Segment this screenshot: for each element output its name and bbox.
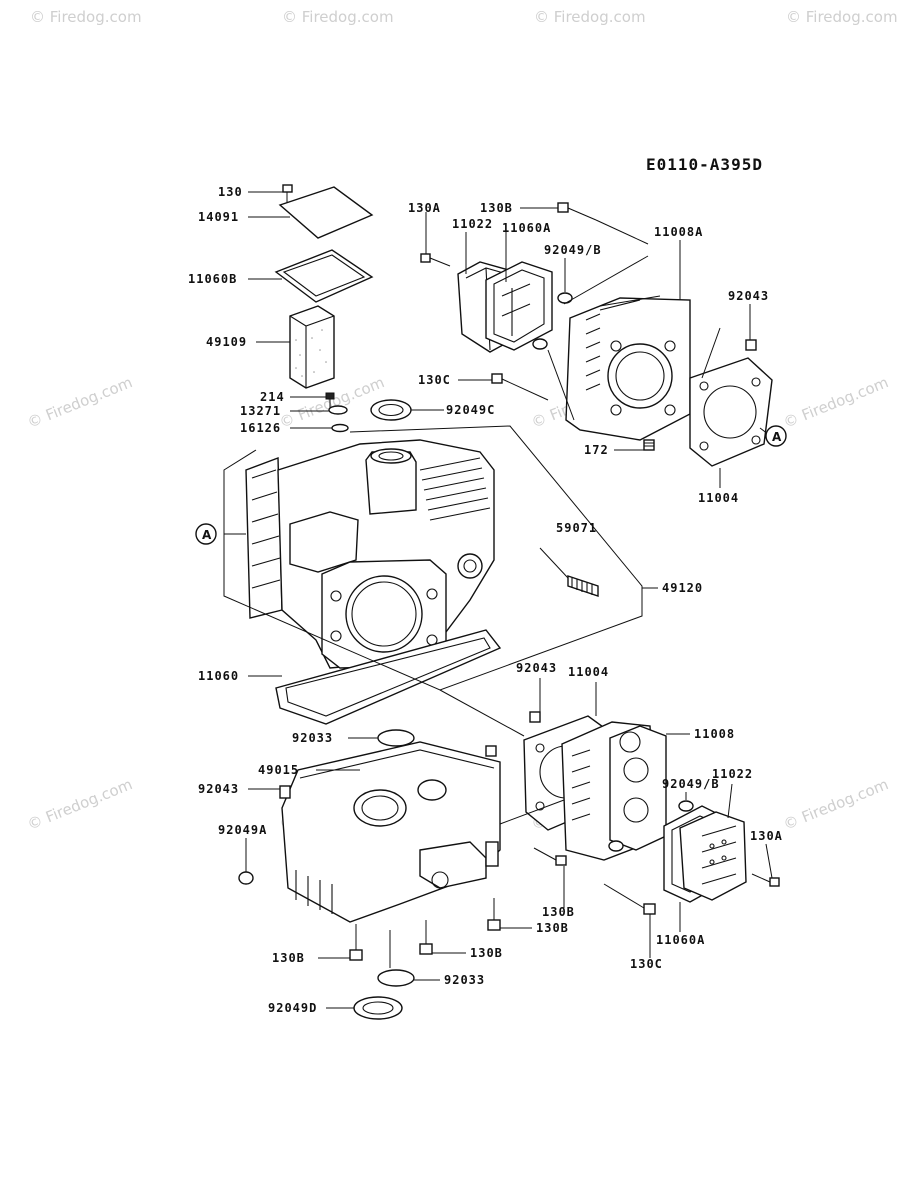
part-130c-bolt-top[interactable]: [491, 373, 549, 401]
part-130c-bolt-bot[interactable]: [603, 883, 656, 915]
watermark-text: © Firedog.com: [282, 8, 394, 26]
watermark-text: © Firedog.com: [781, 775, 891, 833]
part-11060b-gasket[interactable]: [274, 249, 374, 303]
part-92043-dowel-top[interactable]: [745, 339, 757, 351]
label-11004-mid[interactable]: 11004: [568, 665, 609, 679]
label-92049d[interactable]: 92049D: [268, 1001, 317, 1015]
label-92049b-mid[interactable]: 92049/B: [662, 777, 720, 791]
label-11060a-mid[interactable]: 11060A: [656, 933, 705, 947]
label-214[interactable]: 214: [260, 390, 285, 404]
label-11060b[interactable]: 11060B: [188, 272, 237, 286]
reference-marker-left: A: [195, 523, 217, 545]
part-92033-ring-bot[interactable]: [377, 969, 415, 987]
part-11060-gasket[interactable]: [275, 629, 502, 725]
part-214-screw[interactable]: [325, 392, 335, 408]
label-49109[interactable]: 49109: [206, 335, 247, 349]
part-14091-cover[interactable]: [278, 186, 374, 239]
label-59071[interactable]: 59071: [556, 521, 597, 535]
label-130b-mid[interactable]: 130B: [542, 905, 575, 919]
label-11060[interactable]: 11060: [198, 669, 239, 683]
diagram-code: E0110-A395D: [646, 155, 763, 174]
watermark-text: © Firedog.com: [277, 373, 387, 431]
part-130b-bolt-b[interactable]: [419, 920, 433, 955]
watermark-text: © Firedog.com: [25, 373, 135, 431]
label-130b-top[interactable]: 130B: [480, 201, 513, 215]
label-130c-top[interactable]: 130C: [418, 373, 451, 387]
part-92033-ring-top[interactable]: [377, 729, 415, 747]
svg-text:A: A: [202, 528, 212, 542]
watermark-text: © Firedog.com: [781, 373, 891, 431]
part-11022-cover-mid[interactable]: [679, 811, 747, 901]
part-16126-oring[interactable]: [331, 423, 349, 433]
label-11060a-top[interactable]: 11060A: [502, 221, 551, 235]
part-49109-element[interactable]: [289, 305, 335, 389]
part-130b-bolt-c[interactable]: [487, 898, 501, 931]
label-130a-mid[interactable]: 130A: [750, 829, 783, 843]
label-130a-top[interactable]: 130A: [408, 201, 441, 215]
label-11008[interactable]: 11008: [694, 727, 735, 741]
watermark-text: © Firedog.com: [30, 8, 142, 26]
part-92043-dowel-left[interactable]: [279, 785, 291, 799]
part-92043-dowel-mid[interactable]: [529, 711, 541, 723]
part-130b-bolt-top[interactable]: [557, 202, 597, 221]
part-13271-washer[interactable]: [328, 405, 348, 415]
label-92049b-top[interactable]: 92049/B: [544, 243, 602, 257]
watermark-text: © Firedog.com: [534, 8, 646, 26]
label-92043-mid[interactable]: 92043: [516, 661, 557, 675]
label-92043-top[interactable]: 92043: [728, 289, 769, 303]
label-16126[interactable]: 16126: [240, 421, 281, 435]
label-13271[interactable]: 13271: [240, 404, 281, 418]
part-172-spring[interactable]: [643, 439, 655, 451]
part-130a-bolt-top[interactable]: [420, 253, 451, 267]
part-130a-bolt-mid[interactable]: [751, 873, 780, 887]
label-172[interactable]: 172: [584, 443, 609, 457]
label-130b-b[interactable]: 130B: [470, 946, 503, 960]
part-11004-head-gasket-top[interactable]: [689, 357, 773, 467]
part-92049c-seal[interactable]: [370, 399, 412, 421]
part-49015-crankcase-lower[interactable]: [281, 741, 501, 923]
leader-lines: [223, 191, 773, 1009]
part-11008-cylinder-head[interactable]: [561, 721, 667, 861]
label-11022-mid[interactable]: 11022: [712, 767, 753, 781]
part-92049b-nut-mid2[interactable]: [608, 840, 624, 852]
part-11060a-gasket-top[interactable]: [485, 261, 553, 351]
part-labels: 130 14091 11060B 49109 214 13271 16126 9…: [188, 185, 783, 1015]
part-59071-spring[interactable]: [567, 575, 599, 597]
label-92033-top[interactable]: 92033: [292, 731, 333, 745]
label-130c-bot[interactable]: 130C: [630, 957, 663, 971]
watermark-text: © Firedog.com: [25, 775, 135, 833]
label-92033-bot[interactable]: 92033: [444, 973, 485, 987]
part-11008a-cylinder-head[interactable]: [565, 295, 691, 441]
part-92049b-nut-mid[interactable]: [678, 800, 694, 812]
label-92043-left[interactable]: 92043: [198, 782, 239, 796]
label-14091[interactable]: 14091: [198, 210, 239, 224]
part-92049a-seal[interactable]: [238, 871, 254, 885]
label-92049a[interactable]: 92049A: [218, 823, 267, 837]
part-130b-bolt-mid[interactable]: [533, 847, 567, 866]
reference-marker-right: A: [765, 425, 787, 447]
label-11004-top[interactable]: 11004: [698, 491, 739, 505]
label-11008a[interactable]: 11008A: [654, 225, 703, 239]
label-49015[interactable]: 49015: [258, 763, 299, 777]
label-92049c[interactable]: 92049C: [446, 403, 495, 417]
label-11022-top[interactable]: 11022: [452, 217, 493, 231]
svg-text:A: A: [772, 430, 782, 444]
part-49120-crankcase[interactable]: [245, 439, 495, 669]
part-92049d-seal[interactable]: [353, 996, 403, 1020]
watermark-text: © Firedog.com: [786, 8, 898, 26]
label-130[interactable]: 130: [218, 185, 243, 199]
part-130b-bolt-a[interactable]: [349, 924, 363, 961]
part-92049b-nut-top[interactable]: [557, 292, 573, 304]
part-92049b-nut-top2[interactable]: [532, 338, 548, 350]
label-49120[interactable]: 49120: [662, 581, 703, 595]
label-130b-c[interactable]: 130B: [536, 921, 569, 935]
label-130b-a[interactable]: 130B: [272, 951, 305, 965]
